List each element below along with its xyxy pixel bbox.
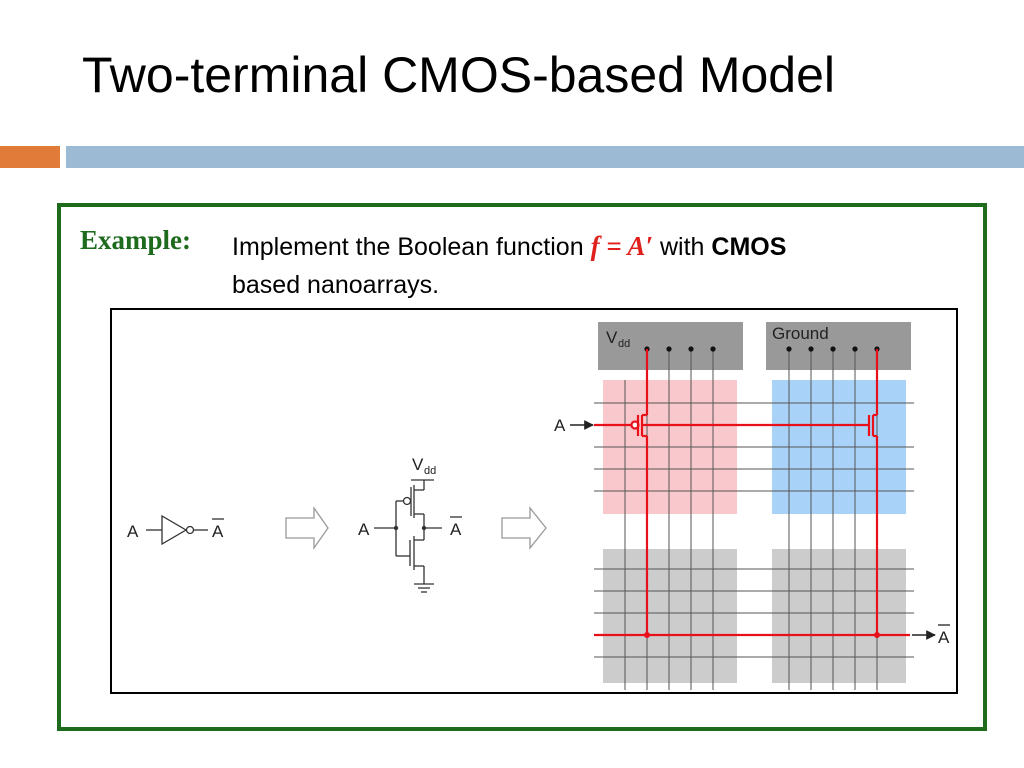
transistor-output-label: A — [450, 520, 462, 539]
transistor-vdd-sub: dd — [424, 465, 436, 477]
inverter-output-label: A — [212, 522, 224, 541]
transistor-input-label: A — [358, 520, 370, 539]
array-vdd-sub: dd — [618, 338, 630, 350]
signal-wires — [594, 349, 910, 637]
inverter-input-label: A — [127, 522, 139, 541]
example-text-mid: with — [653, 233, 712, 261]
title-bar-accent — [0, 146, 60, 168]
boolean-function: f = A′ — [590, 231, 654, 261]
content-frame — [57, 203, 987, 731]
inverter-symbol — [146, 514, 208, 546]
array-output-label: A — [938, 628, 950, 647]
gate-junction — [393, 525, 399, 531]
slide-title: Two-terminal CMOS-based Model — [82, 47, 836, 103]
output-node-right — [874, 632, 880, 638]
example-text-after: based nanoarrays. — [232, 271, 440, 299]
ground-rail — [766, 322, 911, 370]
array-input-label: A — [554, 416, 566, 435]
output-junction — [421, 525, 427, 531]
array-vdd-label: V — [606, 328, 618, 347]
title-bar — [66, 146, 1024, 168]
cmos-inverter-schematic — [374, 479, 442, 593]
vdd-rail — [598, 322, 743, 370]
output-node-left — [644, 632, 650, 638]
gray-region-right — [772, 549, 906, 683]
example-label: Example: — [80, 225, 191, 255]
transistor-vdd-label: V — [412, 455, 424, 474]
cmos-bold: CMOS — [711, 233, 787, 261]
example-text-before: Implement the Boolean function — [232, 233, 591, 261]
hollow-arrow-icon — [285, 505, 329, 551]
example-text: Implement the Boolean function f = A′ wi… — [232, 227, 952, 304]
hollow-arrow-icon — [501, 506, 547, 550]
array-ground-label: Ground — [772, 324, 829, 343]
rail-contact-dots — [644, 346, 880, 352]
